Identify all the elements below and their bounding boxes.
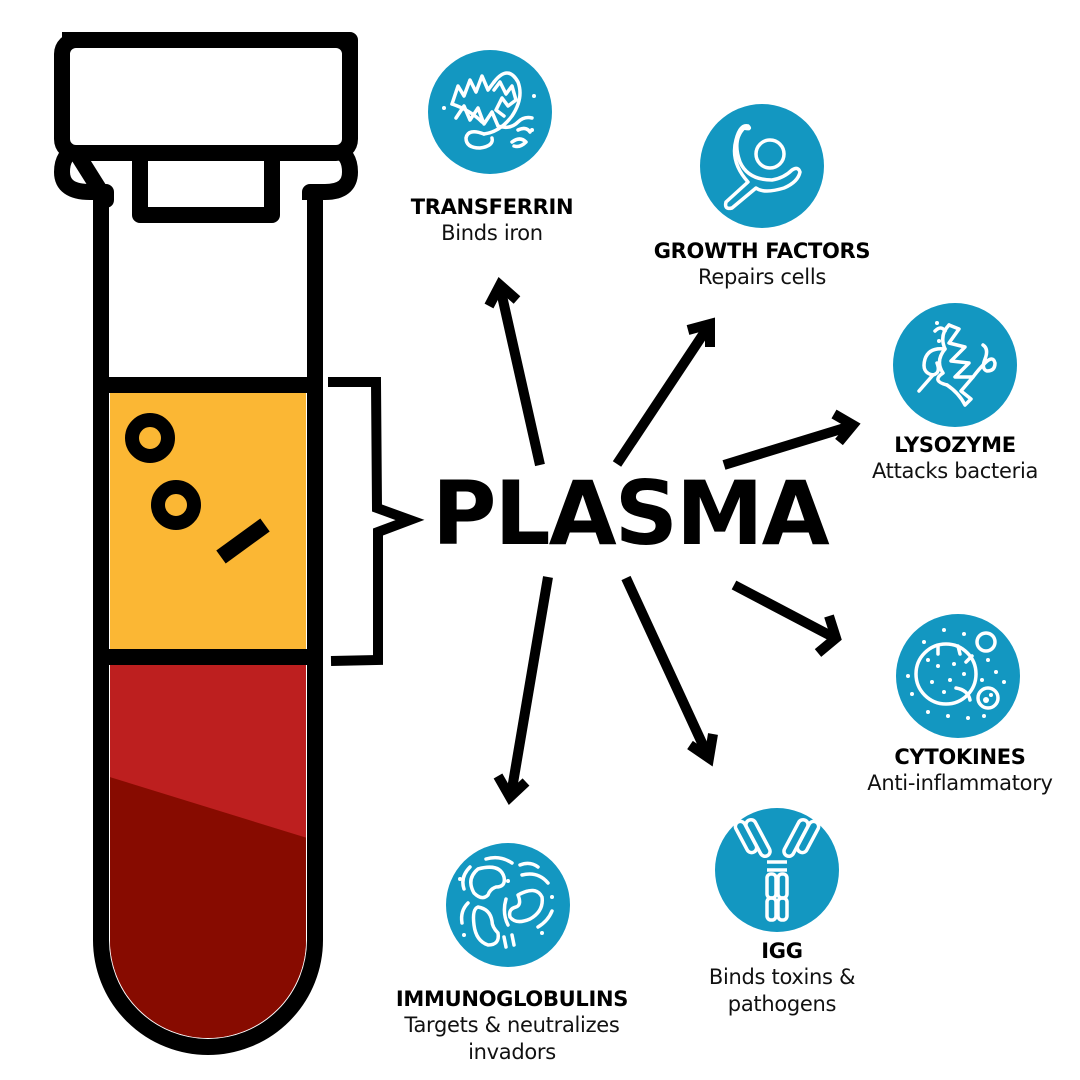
- arrow-to-lysozyme: [722, 409, 861, 470]
- label-immunoglobulins: IMMUNOGLOBULINS Targets & neutralizes in…: [362, 986, 662, 1065]
- component-description: Attacks bacteria: [871, 459, 1039, 484]
- plasma-brace: [328, 377, 425, 666]
- arrow-to-immunoglobulins: [493, 576, 553, 805]
- component-description: Binds iron: [441, 221, 543, 246]
- bean-cells-icon: [446, 843, 570, 967]
- receptor-icon: [700, 104, 824, 228]
- arrows: [484, 277, 861, 805]
- antibody-icon: [715, 808, 839, 932]
- component-description-line-1: Targets & neutralizes: [404, 1013, 620, 1038]
- arrow-to-transferrin: [484, 277, 545, 467]
- component-description-line-1: Binds toxins &: [708, 965, 856, 990]
- helix-protein-icon: [893, 303, 1017, 427]
- label-lysozyme: LYSOZYME Attacks bacteria: [845, 432, 1065, 485]
- label-growth-factors: GROWTH FACTORS Repairs cells: [622, 238, 902, 291]
- component-name: GROWTH FACTORS: [653, 239, 871, 263]
- tube-body-outline: [93, 190, 323, 1055]
- plasma-title: PLASMA: [432, 462, 830, 565]
- protein-ribbon-icon: [428, 50, 552, 174]
- label-cytokines: CYTOKINES Anti-inflammatory: [845, 744, 1075, 797]
- component-name: IMMUNOGLOBULINS: [395, 987, 629, 1011]
- plasma-particle: [151, 480, 201, 530]
- component-name: LYSOZYME: [894, 433, 1016, 457]
- arrow-to-cytokines: [731, 580, 842, 657]
- test-tube: [54, 32, 358, 1055]
- cell-particles-icon: [896, 614, 1020, 738]
- component-name: IGG: [761, 939, 803, 963]
- arrow-to-igg: [621, 575, 718, 767]
- arrow-to-growth-factors: [612, 317, 715, 467]
- plasma-particle: [125, 413, 175, 463]
- component-description: Anti-inflammatory: [867, 771, 1053, 796]
- tube-cap-plug: [132, 145, 280, 223]
- component-description-line-2: pathogens: [727, 991, 837, 1016]
- component-description-line-2: invadors: [468, 1039, 556, 1064]
- component-name: TRANSFERRIN: [410, 195, 574, 219]
- component-description: Repairs cells: [697, 265, 827, 290]
- plasma-particle: [216, 518, 270, 564]
- component-name: CYTOKINES: [894, 745, 1026, 769]
- label-transferrin: TRANSFERRIN Binds iron: [392, 194, 592, 247]
- red-blood-cell-dark-layer: [110, 774, 306, 1038]
- tube-cap-rim: [54, 32, 358, 161]
- label-igg: IGG Binds toxins & pathogens: [672, 938, 892, 1017]
